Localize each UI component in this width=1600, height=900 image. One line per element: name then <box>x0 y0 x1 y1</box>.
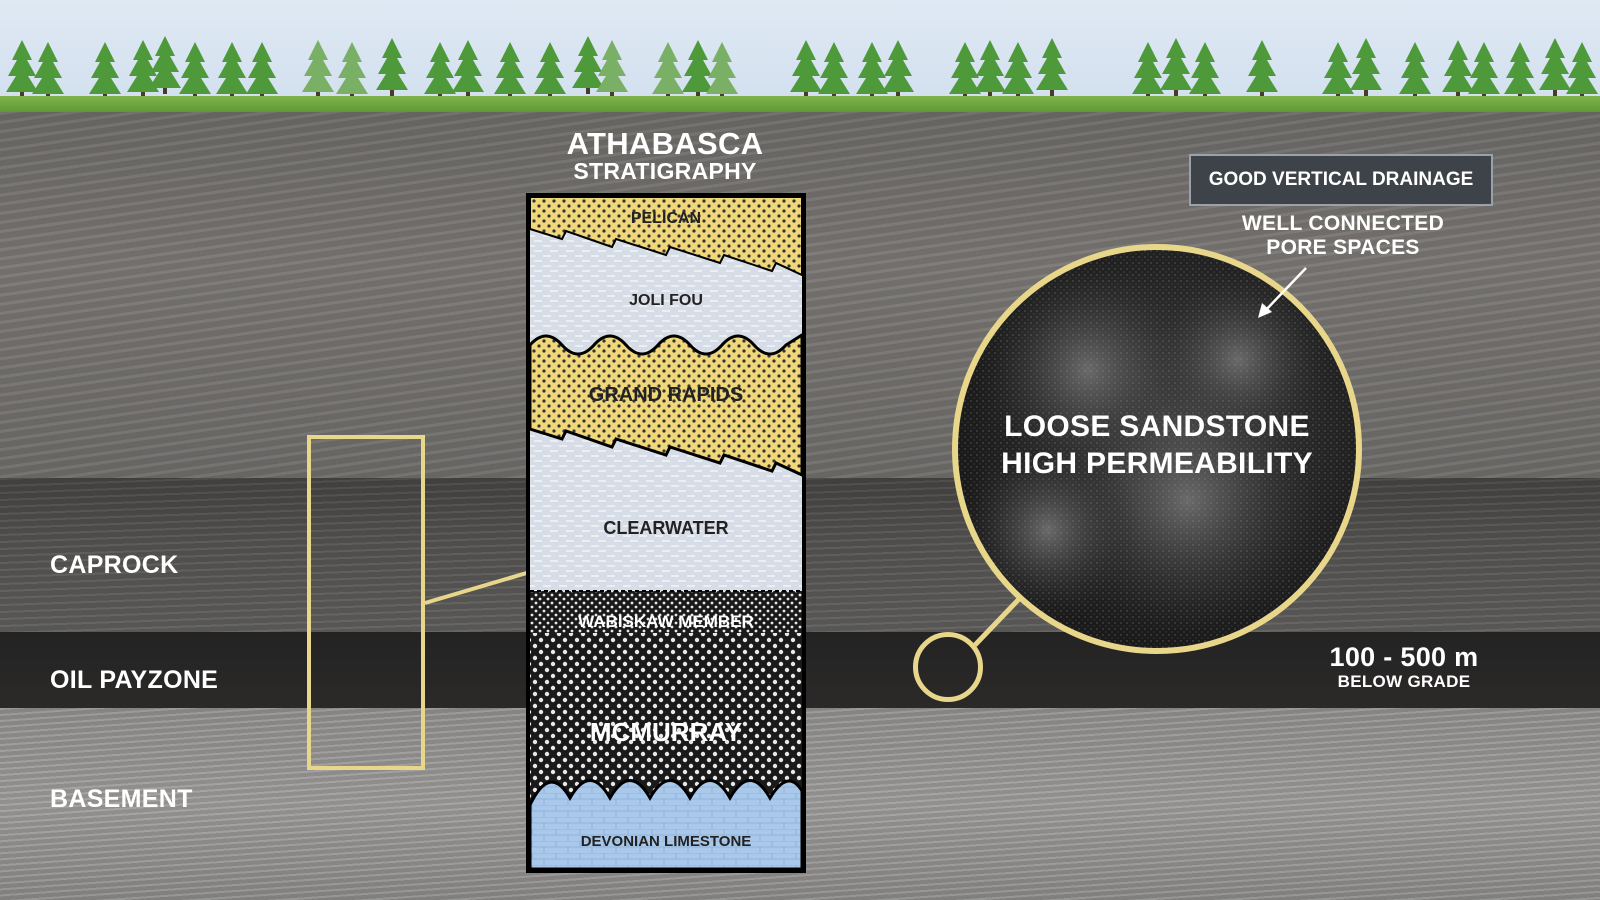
strata-label-wabiskaw: WABISKAW MEMBER <box>578 612 754 631</box>
pore-spaces-label-1: WELL CONNECTED <box>1241 212 1445 235</box>
drainage-box: GOOD VERTICAL DRAINAGE <box>1189 154 1493 206</box>
strata-label-grand-rapids: GRAND RAPIDS <box>588 384 744 406</box>
arrow-icon <box>1263 267 1307 313</box>
stratigraphy-column <box>526 193 806 873</box>
strata-label-devonian: DEVONIAN LIMESTONE <box>580 833 752 850</box>
strata-label-clearwater: CLEARWATER <box>603 518 729 538</box>
zoom-origin-circle <box>913 632 983 702</box>
strata-label-joli-fou: JOLI FOU <box>629 292 703 309</box>
diagram-subtitle: STRATIGRAPHY <box>573 158 757 184</box>
grass-surface <box>0 96 1600 112</box>
oil-payzone-label: OIL PAYZONE <box>50 666 219 694</box>
depth-value: 100 - 500 m <box>1329 642 1479 672</box>
callout-box <box>307 435 425 770</box>
callout-connector-left <box>424 570 531 605</box>
strata-label-pelican: PELICAN <box>630 210 702 227</box>
basement-label: BASEMENT <box>50 785 193 813</box>
depth-label: BELOW GRADE <box>1337 672 1471 691</box>
sandstone-texture <box>958 250 1356 648</box>
magnifier-circle: LOOSE SANDSTONE HIGH PERMEABILITY <box>952 244 1362 654</box>
magnifier-text-2: HIGH PERMEABILITY <box>1001 447 1313 480</box>
diagram-title: ATHABASCA <box>566 126 764 161</box>
caprock-label: CAPROCK <box>50 551 179 579</box>
magnifier-text-1: LOOSE SANDSTONE <box>1004 410 1310 443</box>
strata-label-mcmurray: MCMURRAY <box>589 717 743 747</box>
